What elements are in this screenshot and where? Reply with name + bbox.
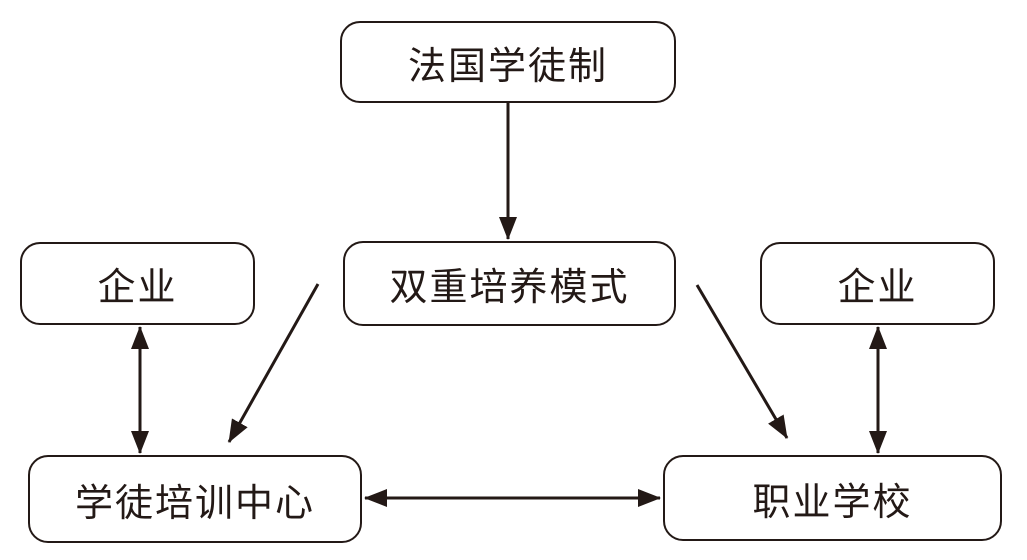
node-dual-training-model: 双重培养模式 <box>343 241 676 326</box>
node-vocational-school: 职业学校 <box>663 455 1002 541</box>
node-label: 企业 <box>837 267 918 309</box>
arrow-center-to-vocational-school <box>695 284 789 439</box>
node-enterprise-right: 企业 <box>760 242 995 325</box>
node-label: 职业学校 <box>752 481 913 524</box>
node-label: 学徒培训中心 <box>74 482 315 525</box>
node-label: 法国学徒制 <box>407 45 608 88</box>
node-apprentice-training-center: 学徒培训中心 <box>28 455 362 543</box>
node-enterprise-left: 企业 <box>20 242 255 325</box>
node-label: 双重培养模式 <box>389 267 630 309</box>
node-french-apprenticeship: 法国学徒制 <box>340 21 676 103</box>
node-label: 企业 <box>97 267 178 309</box>
arrow-center-to-training-center <box>227 283 320 443</box>
